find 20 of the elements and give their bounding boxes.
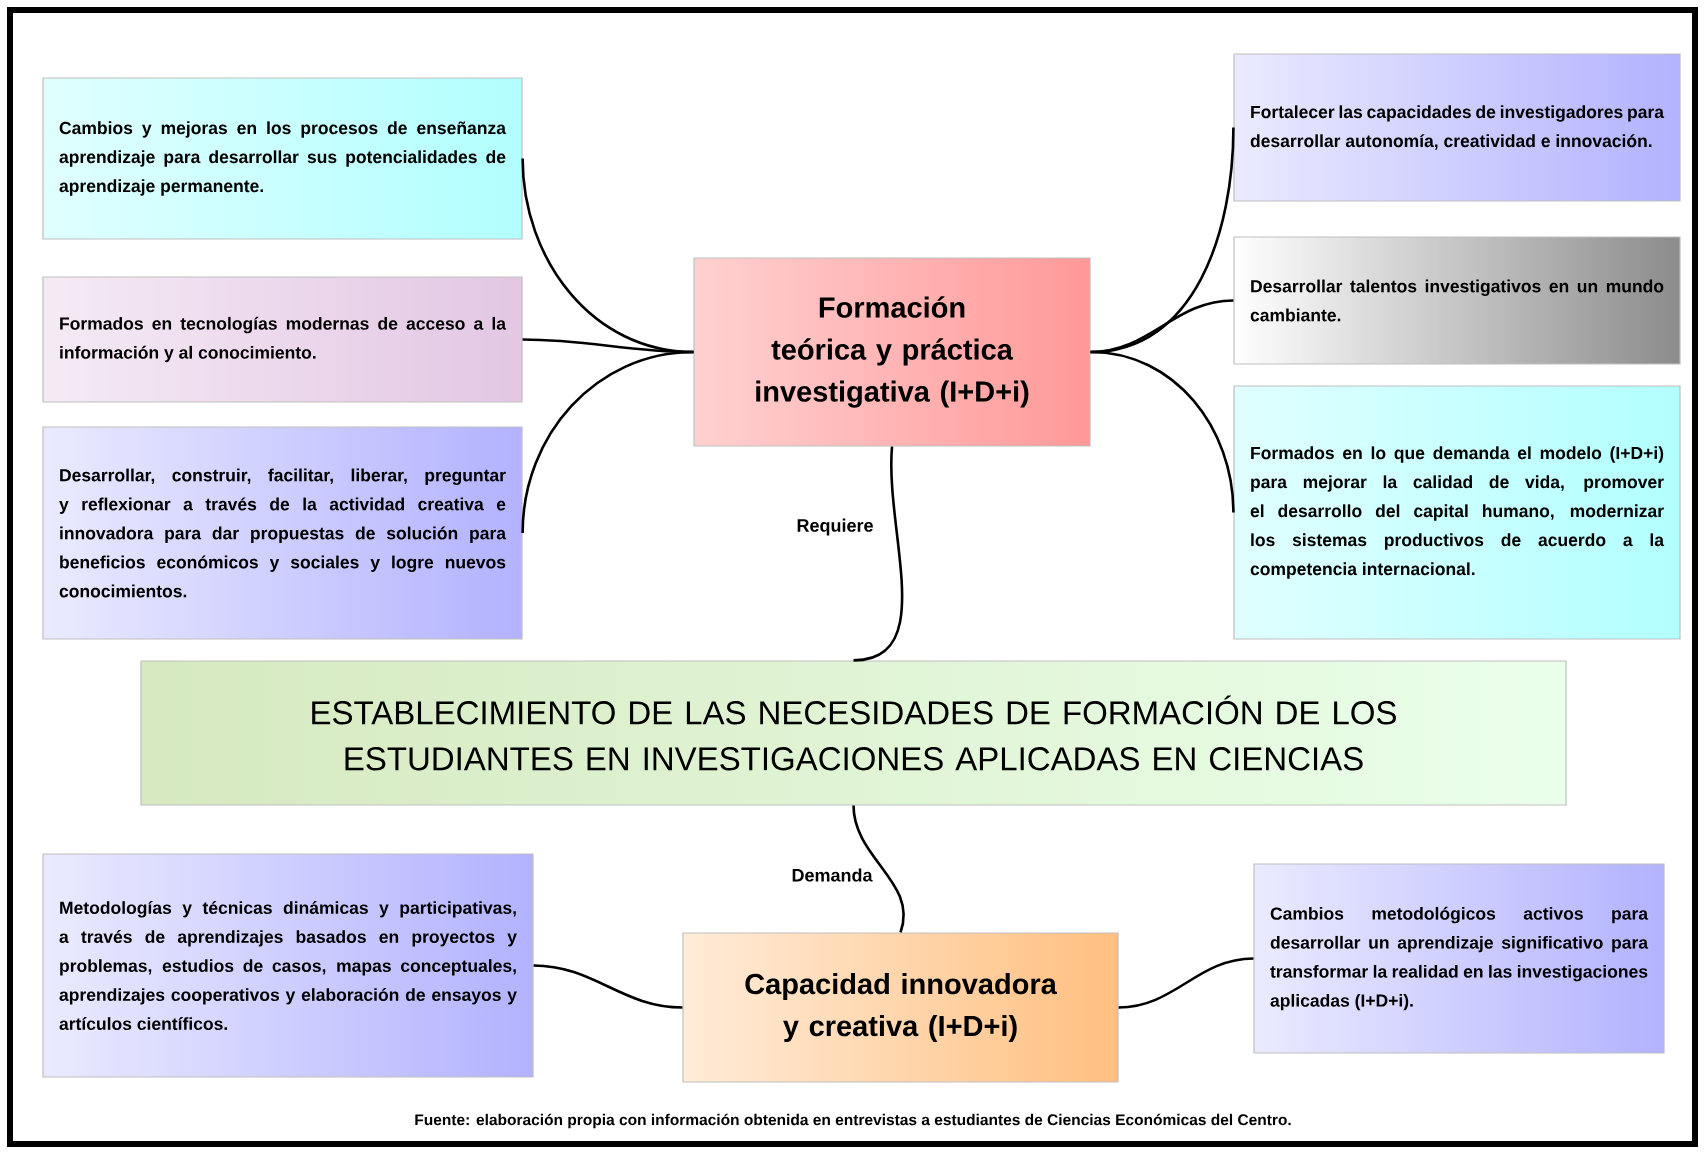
text-box: Formados en lo que demanda el modelo (I+D+i) para mejorar la calidad de vida, promover el desarrollo del capital humano, modernizar los sistemas productivos de acuerdo a la competencia internacional. [1233,385,1681,640]
caption: Fuente: elaboración propia con información obtenida en entrevistas a estudiantes de Ciencias Económicas del Centro. [415,1113,1291,1129]
connector-line [1090,350,1235,513]
connector-line [533,964,683,1009]
topic-box: Capacidad innovadora y creativa (I+D+i) [682,932,1119,1083]
connector-line [853,446,904,662]
connector-line [521,350,694,534]
edge-label: Requiere [794,516,876,538]
central-box: ESTABLECIMIENTO DE LAS NECESIDADES DE FORMACIÓN DE LOS ESTUDIANTES EN INVESTIGACIONES APLICADAS EN CIENCIAS [140,660,1567,806]
text-box: Formados en tecnologías modernas de acceso a la información y al conocimiento. [42,276,523,403]
text-box: Desarrollar, construir, facilitar, liberar, preguntar y reflexionar a través de la actividad creativa e innovadora para dar propuestas de solución para beneficios económicos y sociales y logre nuevos conocimientos. [42,426,523,640]
text-box: Fortalecer las capacidades de investigadores para desarrollar autonomía, creatividad e innovación. [1233,53,1681,202]
connector-line [852,805,905,933]
text-box: Desarrollar talentos investigativos en un mundo cambiante. [1233,236,1681,365]
text-box: Metodologías y técnicas dinámicas y participativas, a través de aprendizajes basados en proyectos y problemas, estudios de casos, mapas conceptuales, aprendizajes cooperativos y elaboración de ensayos y artículos científicos. [42,853,534,1078]
topic-box: Formación teórica y práctica investigativa (I+D+i) [693,257,1091,447]
text-box: Cambios metodológicos activos para desarrollar un aprendizaje significativo para transformar la realidad en las investigaciones aplicadas (I+D+i). [1253,863,1665,1054]
edge-label: Demanda [789,866,875,884]
connector-line [1118,957,1254,1009]
text-box: Cambios y mejoras en los procesos de enseñanza aprendizaje para desarrollar sus potencialidades de aprendizaje permanente. [42,77,523,240]
